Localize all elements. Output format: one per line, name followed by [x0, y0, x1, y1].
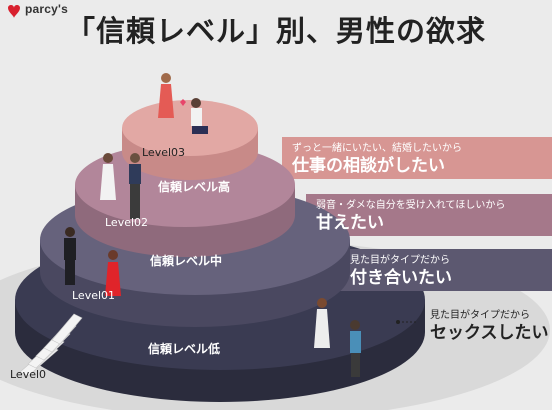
brand-name: parcy's: [25, 2, 68, 16]
level-tag-1: Level01: [72, 289, 116, 302]
callout-bar-level3: [282, 137, 552, 179]
callout-bar-level2: [306, 194, 552, 236]
page-title: 「信頼レベル」別、男性の欲求: [65, 14, 486, 48]
callout-level1: 見た目がタイプだから 付き合いたい: [340, 249, 552, 291]
staircase: [19, 313, 83, 377]
callout-level0-sub: 見た目がタイプだから: [430, 310, 530, 321]
couple-level2: [100, 153, 141, 219]
callout-level3: ずっと一緒にいたい、結婚したいから 仕事の相談がしたい: [282, 137, 552, 179]
couple-level0: [314, 298, 361, 377]
callout-level3-main: 仕事の相談がしたい: [292, 156, 445, 176]
callout-level1-main: 付き合いたい: [350, 268, 452, 288]
callout-level0-main: セックスしたい: [430, 323, 549, 343]
callout-level0: 見た目がタイプだから セックスしたい: [420, 304, 552, 346]
heart-icon: [8, 5, 20, 18]
couple-level3: [158, 73, 208, 134]
callout-bar-level1: [340, 249, 552, 291]
callout-level2-main: 甘えたい: [316, 213, 384, 233]
level-tag-0: Level0: [10, 368, 47, 381]
level-tag-2: Level02: [105, 216, 149, 229]
tier-label-high: 信頼レベル高: [158, 180, 231, 194]
callout-level2: 弱音・ダメな自分を受け入れてほしいから 甘えたい: [306, 194, 552, 236]
callout-level2-sub: 弱音・ダメな自分を受け入れてほしいから: [316, 200, 506, 211]
callout-level1-sub: 見た目がタイプだから: [350, 255, 450, 266]
tier-label-mid: 信頼レベル中: [150, 254, 223, 268]
tier-label-low: 信頼レベル低: [148, 342, 221, 356]
callout-level3-sub: ずっと一緒にいたい、結婚したいから: [292, 143, 462, 154]
tier-3: [122, 100, 258, 180]
level-tag-3: Level03: [142, 146, 186, 159]
brand-logo: parcy's: [4, 2, 68, 16]
couple-level1: [64, 227, 121, 296]
